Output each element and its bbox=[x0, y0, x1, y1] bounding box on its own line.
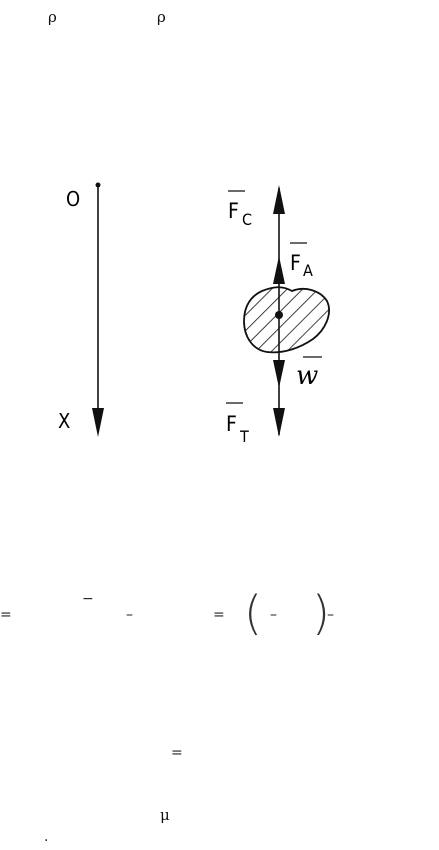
svg-text:w: w bbox=[296, 361, 318, 391]
force-c-arrowhead bbox=[273, 185, 285, 214]
svg-text:A: A bbox=[303, 261, 313, 280]
left-parenthesis: ( bbox=[244, 586, 262, 640]
force-a-label: F A bbox=[290, 242, 313, 280]
rho-symbol-left: ρ bbox=[48, 8, 57, 26]
axis-label: X bbox=[58, 409, 70, 433]
center-point bbox=[275, 311, 283, 319]
force-c-label: F C bbox=[228, 190, 252, 229]
svg-text:F: F bbox=[228, 199, 239, 223]
mu-symbol: μ bbox=[160, 806, 170, 824]
x-axis: O X bbox=[58, 182, 104, 437]
velocity-arrowhead bbox=[273, 360, 285, 388]
equals-sign-3: = bbox=[171, 745, 183, 761]
period-dot: . bbox=[44, 829, 49, 845]
rho-symbol-right: ρ bbox=[157, 8, 166, 26]
svg-text:C: C bbox=[242, 210, 252, 229]
minus-sign-1: – bbox=[126, 607, 133, 623]
velocity-label: w bbox=[296, 356, 322, 391]
svg-text:F: F bbox=[290, 251, 301, 275]
minus-sign-2: – bbox=[270, 607, 277, 623]
svg-text:T: T bbox=[239, 427, 249, 446]
equals-sign-2: = bbox=[213, 607, 225, 623]
overbar-symbol: − bbox=[82, 591, 94, 607]
force-t-label: F T bbox=[226, 402, 249, 446]
force-a-arrowhead bbox=[273, 256, 285, 284]
minus-sign-3: – bbox=[327, 607, 334, 623]
svg-text:F: F bbox=[226, 412, 237, 436]
origin-label: O bbox=[66, 187, 80, 211]
body-shape bbox=[243, 286, 330, 354]
axis-arrowhead bbox=[92, 408, 104, 437]
equals-sign-1: = bbox=[0, 607, 12, 623]
force-t-arrowhead bbox=[273, 408, 285, 437]
right-parenthesis: ) bbox=[312, 586, 330, 640]
